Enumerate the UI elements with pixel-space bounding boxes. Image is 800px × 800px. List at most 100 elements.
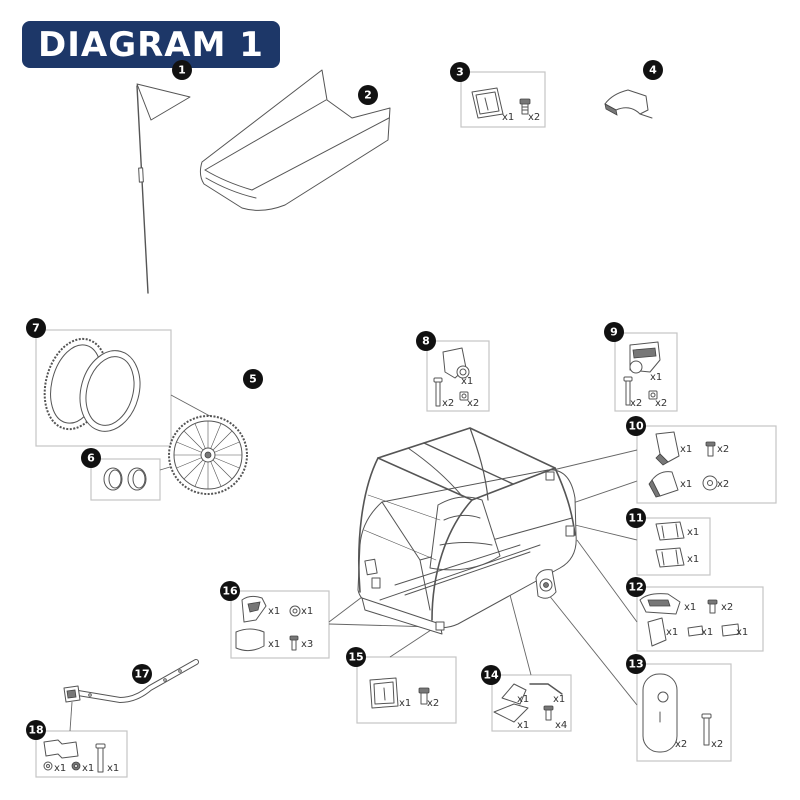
svg-text:4: 4 [649, 64, 657, 77]
callout-2: 2 [358, 85, 378, 105]
callout-14: 14 [481, 665, 501, 685]
callout-6: 6 [81, 448, 101, 468]
svg-text:11: 11 [628, 512, 643, 525]
screw-icon [707, 599, 718, 614]
screw-icon [519, 98, 531, 115]
qty-label: x2 [442, 398, 454, 409]
qty-label: x1 [517, 694, 529, 705]
bracket-part-8 [433, 347, 470, 407]
box-part-12 [636, 586, 764, 652]
qty-label: x1 [268, 606, 280, 617]
qty-label: x1 [736, 627, 748, 638]
svg-text:8: 8 [422, 335, 430, 348]
svg-text:17: 17 [134, 668, 149, 681]
svg-text:14: 14 [483, 669, 499, 682]
box-part-14 [491, 674, 572, 732]
svg-text:16: 16 [222, 585, 238, 598]
title-badge: DIAGRAM 1 [22, 21, 280, 68]
cover-part-13 [642, 673, 712, 753]
trailer-body [357, 427, 577, 635]
screw-icon [705, 441, 716, 457]
svg-text:9: 9 [610, 326, 618, 339]
callout-10: 10 [626, 416, 646, 436]
tire-and-tube-part-7 [43, 337, 141, 432]
callout-1: 1 [172, 60, 192, 80]
title-badge-background [22, 21, 280, 68]
qty-label: x1 [701, 627, 713, 638]
screw-icon [543, 705, 554, 721]
callouts: 1 2 3 4 5 6 7 8 9 10 11 12 13 14 15 16 1… [26, 60, 663, 740]
bolt-icon [95, 743, 106, 773]
qty-label: x1 [687, 527, 699, 538]
qty-label: x1 [553, 694, 565, 705]
leader-10a [552, 449, 638, 471]
box-part-16 [230, 590, 330, 659]
covers-part-10 [648, 431, 718, 498]
qty-label: x2 [528, 112, 540, 123]
tow-bar-part-17 [63, 659, 199, 704]
svg-text:18: 18 [28, 724, 43, 737]
callout-4: 4 [643, 60, 663, 80]
callout-13: 13 [626, 654, 646, 674]
qty-label: x2 [717, 444, 729, 455]
qty-label: x2 [427, 698, 439, 709]
qty-label: x2 [711, 739, 723, 750]
svg-text:3: 3 [456, 66, 464, 79]
box-part-10 [636, 425, 777, 504]
qty-label: x1 [680, 444, 692, 455]
svg-text:1: 1 [178, 64, 186, 77]
flag-part [136, 83, 191, 294]
washer-icon [43, 761, 53, 771]
qty-label: x2 [721, 602, 733, 613]
callout-12: 12 [626, 577, 646, 597]
qty-label: x1 [502, 112, 514, 123]
callout-17: 17 [132, 664, 152, 684]
leader-13 [547, 593, 638, 706]
box-part-3 [460, 71, 546, 128]
quantity-labels: x1 x2 x1 x2 x2 x1 x2 x2 x1 x2 x1 x2 x1 x… [54, 112, 748, 774]
leader-12 [576, 539, 638, 623]
qty-label: x1 [687, 554, 699, 565]
callout-3: 3 [450, 62, 470, 82]
qty-label: x1 [680, 479, 692, 490]
qty-label: x2 [630, 398, 642, 409]
leader-11 [574, 524, 638, 541]
box-part-13 [636, 663, 732, 762]
svg-text:13: 13 [628, 658, 643, 671]
qty-label: x2 [675, 739, 687, 750]
bolt-icon [433, 377, 443, 407]
svg-text:15: 15 [348, 651, 363, 664]
qty-label: x3 [301, 639, 313, 650]
qty-label: x4 [555, 720, 567, 731]
qty-label: x1 [268, 639, 280, 650]
svg-text:5: 5 [249, 373, 257, 386]
box-part-11 [636, 517, 711, 576]
box-part-8 [426, 340, 490, 412]
callout-16: 16 [220, 581, 240, 601]
washer-icon [289, 605, 301, 617]
hinge-part-9 [623, 341, 661, 406]
qty-label: x1 [54, 763, 66, 774]
qty-label: x1 [517, 720, 529, 731]
box-part-7 [35, 329, 172, 447]
callout-8: 8 [416, 331, 436, 351]
parts-set-14 [493, 683, 563, 723]
svg-text:6: 6 [87, 452, 95, 465]
callout-11: 11 [626, 508, 646, 528]
screw-icon [289, 635, 299, 651]
box-part-18 [35, 730, 128, 778]
leader-16a [328, 596, 363, 623]
qty-label: x1 [301, 606, 313, 617]
parts-set-12 [639, 593, 740, 647]
qty-label: x1 [399, 698, 411, 709]
leader-14 [509, 594, 532, 676]
qty-label: x1 [461, 376, 473, 387]
callout-18: 18 [26, 720, 46, 740]
leader-18 [69, 701, 73, 732]
callout-9: 9 [604, 322, 624, 342]
clip-part-4 [604, 89, 653, 119]
qty-label: x2 [717, 479, 729, 490]
qty-label: x1 [684, 602, 696, 613]
box-part-9 [614, 332, 678, 412]
